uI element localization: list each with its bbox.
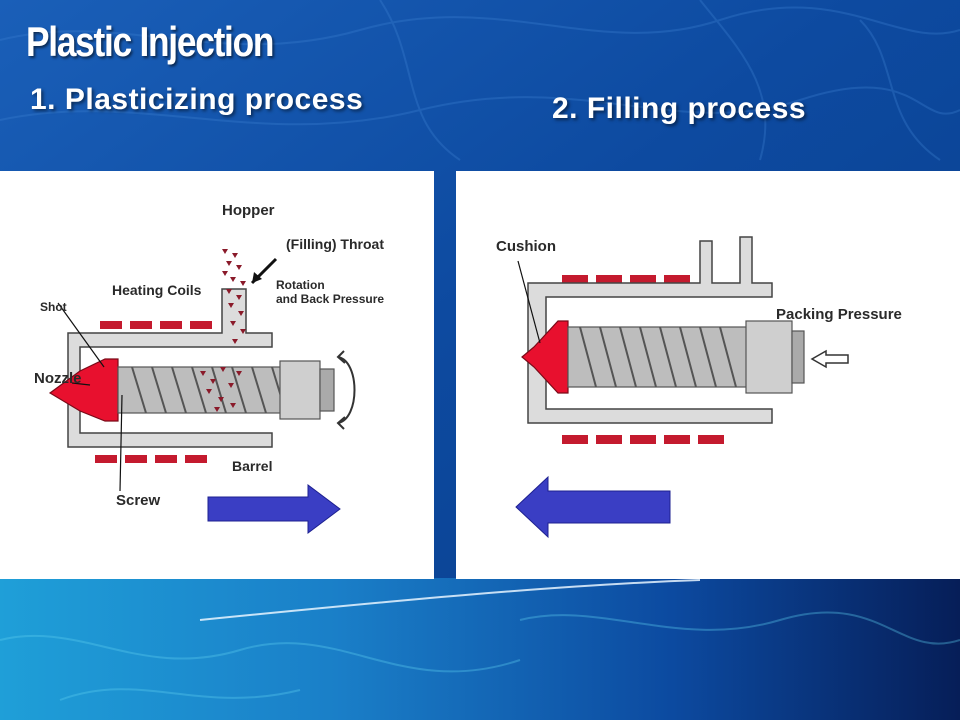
packing-pressure-arrow bbox=[810, 349, 849, 369]
heating-coils-top bbox=[562, 275, 690, 284]
plasticizing-diagram-panel: Hopper (Filling) Throat Rotation and Bac… bbox=[0, 171, 434, 579]
nozzle-melt bbox=[48, 358, 119, 422]
heating-coils-top bbox=[100, 321, 212, 329]
label-hopper: Hopper bbox=[222, 202, 275, 219]
label-cushion: Cushion bbox=[496, 238, 556, 255]
pellets bbox=[200, 249, 246, 412]
label-packing-pressure: Packing Pressure bbox=[776, 306, 902, 323]
screw bbox=[117, 360, 335, 420]
direction-arrow-right bbox=[207, 484, 341, 534]
slide-title: Plastic Injection bbox=[26, 18, 274, 65]
heating-coils-bottom bbox=[95, 455, 207, 463]
subtitle-filling: 2. Filling process bbox=[552, 92, 807, 125]
label-back-pressure: and Back Pressure bbox=[276, 292, 384, 306]
label-screw: Screw bbox=[116, 492, 161, 509]
screw bbox=[567, 320, 805, 394]
barrel bbox=[67, 288, 273, 448]
label-shot: Shot bbox=[40, 300, 67, 314]
plasticizing-diagram: Hopper (Filling) Throat Rotation and Bac… bbox=[34, 202, 384, 534]
label-barrel: Barrel bbox=[232, 458, 272, 474]
label-heating-coils: Heating Coils bbox=[112, 282, 202, 298]
direction-arrow-left bbox=[515, 475, 671, 539]
heating-coils-bottom bbox=[562, 435, 724, 444]
rotation-symbol bbox=[336, 350, 356, 430]
label-nozzle: Nozzle bbox=[34, 370, 82, 387]
filling-diagram: Cushion Packing Pressure bbox=[496, 236, 902, 539]
subtitle-plasticizing: 1. Plasticizing process bbox=[30, 83, 364, 116]
barrel bbox=[527, 236, 773, 424]
label-rotation: Rotation bbox=[276, 278, 325, 292]
filling-diagram-panel: Cushion Packing Pressure bbox=[456, 171, 960, 579]
label-throat: (Filling) Throat bbox=[286, 236, 384, 252]
